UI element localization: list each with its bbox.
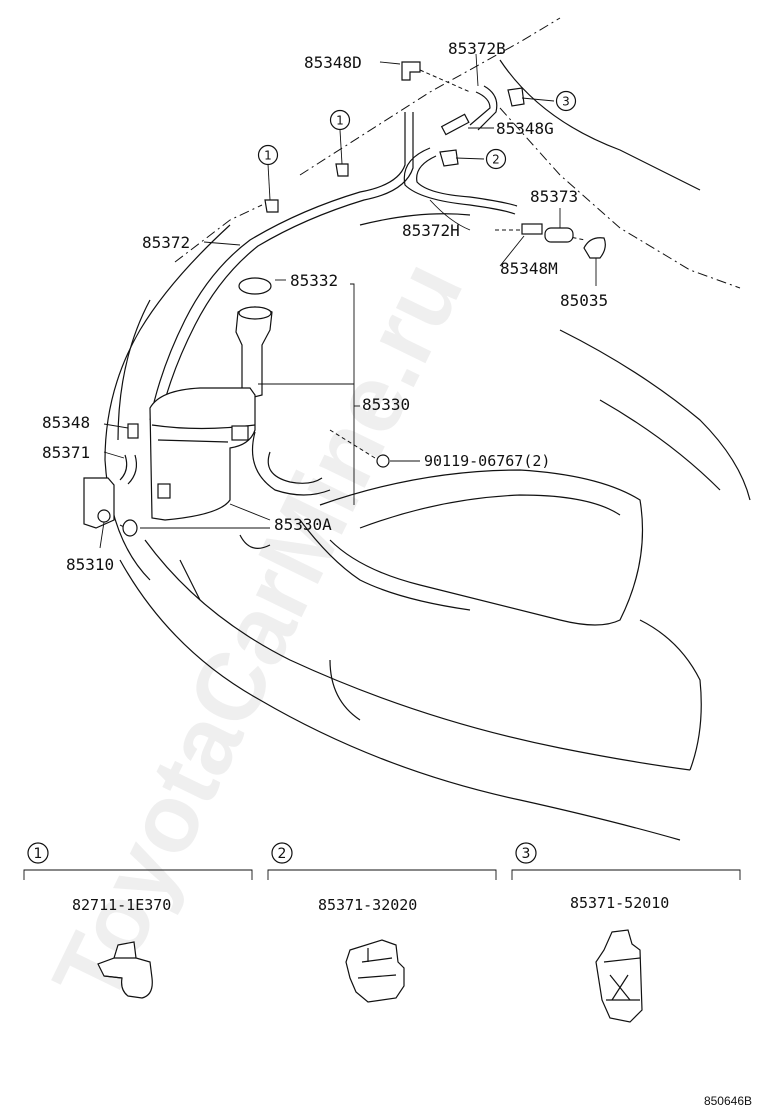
callout-bubble-1-upper: 1 [329,109,351,131]
label-85348D: 85348D [304,53,362,72]
washer-parts [83,61,606,537]
svg-text:82711-1E370: 82711-1E370 [72,896,171,914]
svg-text:3: 3 [522,846,531,862]
label-85332: 85332 [290,271,338,290]
svg-text:1: 1 [264,149,272,163]
label-85372H: 85372H [402,221,460,240]
vehicle-body-outline [104,17,751,841]
label-85373: 85373 [530,187,578,206]
callout-bubble-1-lower: 1 [257,144,279,166]
label-85348G: 85348G [496,119,554,138]
svg-text:2: 2 [492,153,500,167]
label-85371: 85371 [42,443,90,462]
svg-text:1: 1 [34,846,43,862]
svg-text:2: 2 [278,846,287,862]
callout-bubble-2: 2 [485,148,507,170]
callout-bubble-3: 3 [555,90,577,112]
svg-text:85371-52010: 85371-52010 [570,894,669,912]
svg-text:1: 1 [336,114,344,128]
part-labels: 85348D 85372B 85348G 85373 85372H 85348M… [42,39,608,574]
label-85372: 85372 [142,233,190,252]
label-85348M: 85348M [500,259,558,278]
diagram-code: 850646B [704,1094,752,1108]
label-90119-06767: 90119-06767(2) [424,452,550,470]
washer-hoses [119,85,518,485]
subpart-panel-2: 2 85371-32020 [267,842,497,1003]
label-85348: 85348 [42,413,90,432]
label-85310: 85310 [66,555,114,574]
label-85330A: 85330A [274,515,332,534]
leader-lines [99,53,597,549]
svg-text:3: 3 [562,95,570,109]
label-85330: 85330 [362,395,410,414]
subpart-panel-1: 1 82711-1E370 [23,842,253,999]
label-85372B: 85372B [448,39,506,58]
subpart-panel-3: 3 85371-52010 [511,842,741,1023]
label-85035: 85035 [560,291,608,310]
svg-text:85371-32020: 85371-32020 [318,896,417,914]
